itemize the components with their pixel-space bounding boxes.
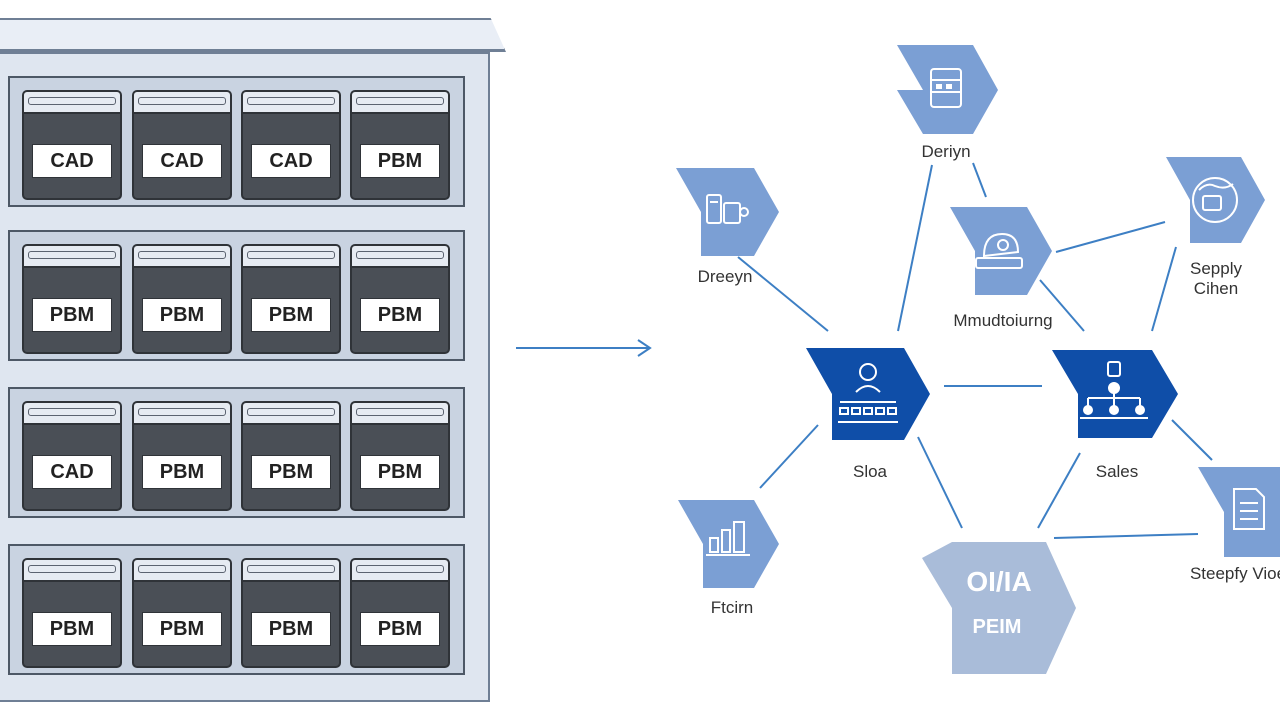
- drawer-label: CAD: [32, 144, 112, 178]
- drawer-handle[interactable]: [134, 403, 230, 425]
- design-left-node[interactable]: [676, 168, 779, 256]
- document-icon: [1233, 488, 1265, 530]
- supply-chain-label-line1: Sepply: [1190, 259, 1242, 278]
- factory-icon: [975, 232, 1023, 269]
- drawer-label: PBM: [32, 298, 112, 332]
- drawer-handle[interactable]: [243, 560, 339, 582]
- drawer-label: PBM: [360, 455, 440, 489]
- file-drawer[interactable]: PBM: [132, 558, 232, 668]
- drawer-handle[interactable]: [134, 246, 230, 268]
- drawer-label: PBM: [142, 612, 222, 646]
- bar-chart-icon: [706, 521, 750, 556]
- file-drawer[interactable]: PBM: [350, 90, 450, 200]
- supply-view-node[interactable]: [1198, 467, 1280, 557]
- drawer-handle[interactable]: [352, 246, 448, 268]
- plm-node[interactable]: [922, 542, 1076, 674]
- globe-icon: [1192, 177, 1238, 223]
- drawer-label: PBM: [251, 298, 331, 332]
- drawer-label: PBM: [360, 612, 440, 646]
- drawer-handle[interactable]: [352, 403, 448, 425]
- file-drawer[interactable]: PBM: [132, 244, 232, 354]
- file-drawer[interactable]: CAD: [132, 90, 232, 200]
- drawer-label: PBM: [142, 298, 222, 332]
- file-drawer[interactable]: PBM: [241, 244, 341, 354]
- drawer-label: PBM: [360, 144, 440, 178]
- design-hexagon: [897, 45, 998, 134]
- cabinet-shelf: CAD PBM PBM PBM: [8, 387, 465, 518]
- drawer-handle[interactable]: [134, 92, 230, 114]
- file-drawer[interactable]: PBM: [350, 401, 450, 511]
- cabinet-roof: [0, 18, 506, 52]
- drawer-label: PBM: [251, 455, 331, 489]
- drawer-handle[interactable]: [243, 92, 339, 114]
- fintain-label: Ftcirn: [710, 598, 754, 617]
- drawer-handle[interactable]: [24, 246, 120, 268]
- file-drawer[interactable]: CAD: [22, 401, 122, 511]
- file-drawer[interactable]: CAD: [241, 90, 341, 200]
- supply-chain-label: Sepply Cihen: [1190, 259, 1242, 299]
- drawer-label: PBM: [360, 298, 440, 332]
- design-node[interactable]: [897, 45, 998, 134]
- cabinet-shelf: PBM PBM PBM PBM: [8, 544, 465, 675]
- cabinet-shelf: CAD CAD CAD PBM: [8, 76, 465, 207]
- drawer-label: CAD: [251, 144, 331, 178]
- supply-chain-label-line2: Cihen: [1193, 279, 1239, 298]
- drawer-handle[interactable]: [24, 92, 120, 114]
- drawer-label: CAD: [142, 144, 222, 178]
- file-drawer[interactable]: PBM: [350, 244, 450, 354]
- supply-view-label: Steepfy Vioe: [1189, 564, 1280, 583]
- supply-chain-node[interactable]: [1166, 157, 1265, 243]
- drawer-label: CAD: [32, 455, 112, 489]
- fintain-node[interactable]: [678, 500, 779, 588]
- manufacturing-node[interactable]: [950, 207, 1052, 295]
- file-drawer[interactable]: PBM: [22, 558, 122, 668]
- drawer-handle[interactable]: [243, 246, 339, 268]
- plm-caption-bottom: PEIM: [972, 616, 1022, 638]
- drawer-handle[interactable]: [352, 560, 448, 582]
- hub-left-label: Sloa: [852, 462, 888, 481]
- drawer-label: PBM: [251, 612, 331, 646]
- cabinet-shelf: PBM PBM PBM PBM: [8, 230, 465, 361]
- drawer-handle[interactable]: [352, 92, 448, 114]
- file-drawer[interactable]: PBM: [350, 558, 450, 668]
- drawer-label: PBM: [142, 455, 222, 489]
- hub-left-node[interactable]: [806, 348, 930, 440]
- transition-arrow: [516, 339, 652, 357]
- org-chart-icon: [838, 363, 898, 423]
- drawer-handle[interactable]: [24, 560, 120, 582]
- hierarchy-icon: [1080, 361, 1148, 419]
- file-drawer[interactable]: PBM: [132, 401, 232, 511]
- design-label: Deriyn: [921, 142, 971, 161]
- drawer-handle[interactable]: [24, 403, 120, 425]
- file-drawer[interactable]: PBM: [22, 244, 122, 354]
- design-left-label: Dreeyn: [697, 267, 753, 286]
- hub-right-label: Sales: [1095, 462, 1139, 481]
- server-icon: [930, 68, 962, 108]
- plm-caption-top: OI/IA: [966, 566, 1032, 597]
- file-drawer[interactable]: PBM: [241, 558, 341, 668]
- file-drawer[interactable]: CAD: [22, 90, 122, 200]
- drawer-handle[interactable]: [134, 560, 230, 582]
- drawer-label: PBM: [32, 612, 112, 646]
- file-drawer[interactable]: PBM: [241, 401, 341, 511]
- drawer-handle[interactable]: [243, 403, 339, 425]
- devices-icon: [706, 194, 749, 224]
- manufacturing-label: Mmudtoiurng: [953, 311, 1053, 330]
